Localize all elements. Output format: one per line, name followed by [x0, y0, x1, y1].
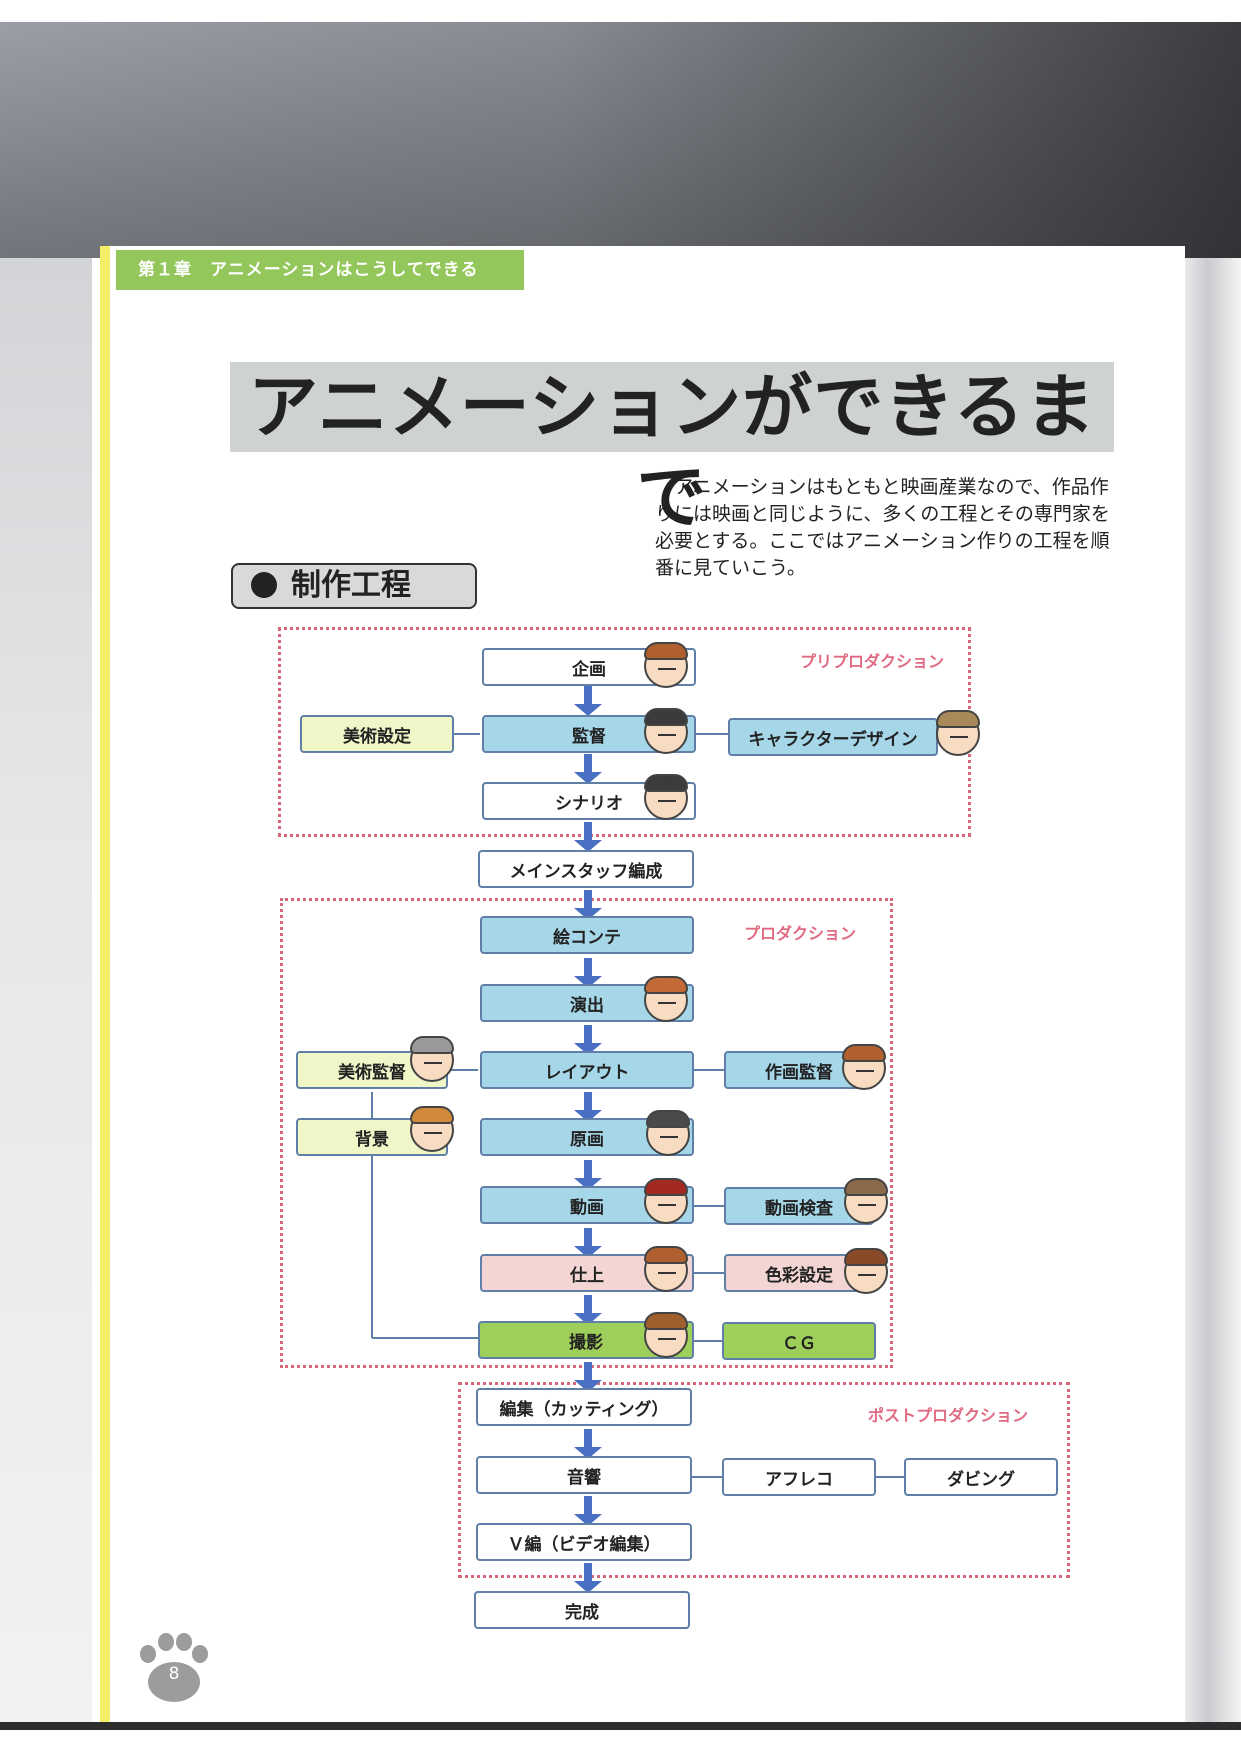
paw-page-icon: [140, 1633, 208, 1702]
page-edge-strip: [100, 246, 110, 1722]
character-face-icon: [842, 1044, 886, 1090]
step-main-staff: メインスタッフ編成: [478, 850, 694, 888]
character-face-icon: [844, 1248, 888, 1294]
page-title: アニメーションができるまで: [230, 362, 1114, 538]
step-henshu: 編集（カッティング）: [476, 1388, 692, 1426]
step-ekonte: 絵コンテ: [480, 916, 694, 954]
preproduction-label: プリプロダクション: [800, 652, 945, 671]
character-face-icon: [410, 1036, 454, 1082]
scan-margin-top: [0, 0, 1241, 22]
lead-paragraph: アニメーションはもともと映画産業なので、作品作りには映画と同じように、多くの工程…: [655, 476, 1110, 579]
character-face-icon: [844, 1178, 888, 1224]
step-kansei: 完成: [474, 1591, 690, 1629]
postproduction-region: [458, 1382, 1070, 1578]
production-label: プロダクション: [744, 924, 857, 943]
scan-background-top: [0, 0, 1241, 258]
section-heading: 制作工程: [231, 563, 477, 609]
character-face-icon: [644, 1312, 688, 1358]
character-face-icon: [644, 1178, 688, 1224]
chapter-header: 第１章 アニメーションはこうしてできる: [116, 250, 524, 290]
scan-background-right: [1185, 258, 1241, 1728]
character-face-icon: [644, 976, 688, 1022]
character-face-icon: [644, 642, 688, 688]
step-dubbing: ダビング: [904, 1458, 1058, 1496]
step-afureko: アフレコ: [722, 1458, 876, 1496]
bullet-icon: [251, 572, 277, 598]
character-face-icon: [644, 708, 688, 754]
section-heading-text: 制作工程: [291, 568, 411, 603]
character-face-icon: [644, 1246, 688, 1292]
scan-background-bottom: [0, 1722, 1241, 1754]
postproduction-label: ポストプロダクション: [868, 1406, 1029, 1425]
step-chara-design: キャラクターデザイン: [728, 718, 938, 756]
scan-background-left: [0, 258, 92, 1728]
step-bijutsu-settei: 美術設定: [300, 715, 454, 753]
character-face-icon: [410, 1106, 454, 1152]
step-v-hen: Ｖ編（ビデオ編集）: [476, 1523, 692, 1561]
character-face-icon: [936, 710, 980, 756]
character-face-icon: [644, 774, 688, 820]
step-cg: ＣＧ: [722, 1322, 876, 1360]
step-onkyo: 音響: [476, 1456, 692, 1494]
step-layout: レイアウト: [480, 1051, 694, 1089]
page-number: 8: [168, 1664, 180, 1684]
character-face-icon: [646, 1110, 690, 1156]
